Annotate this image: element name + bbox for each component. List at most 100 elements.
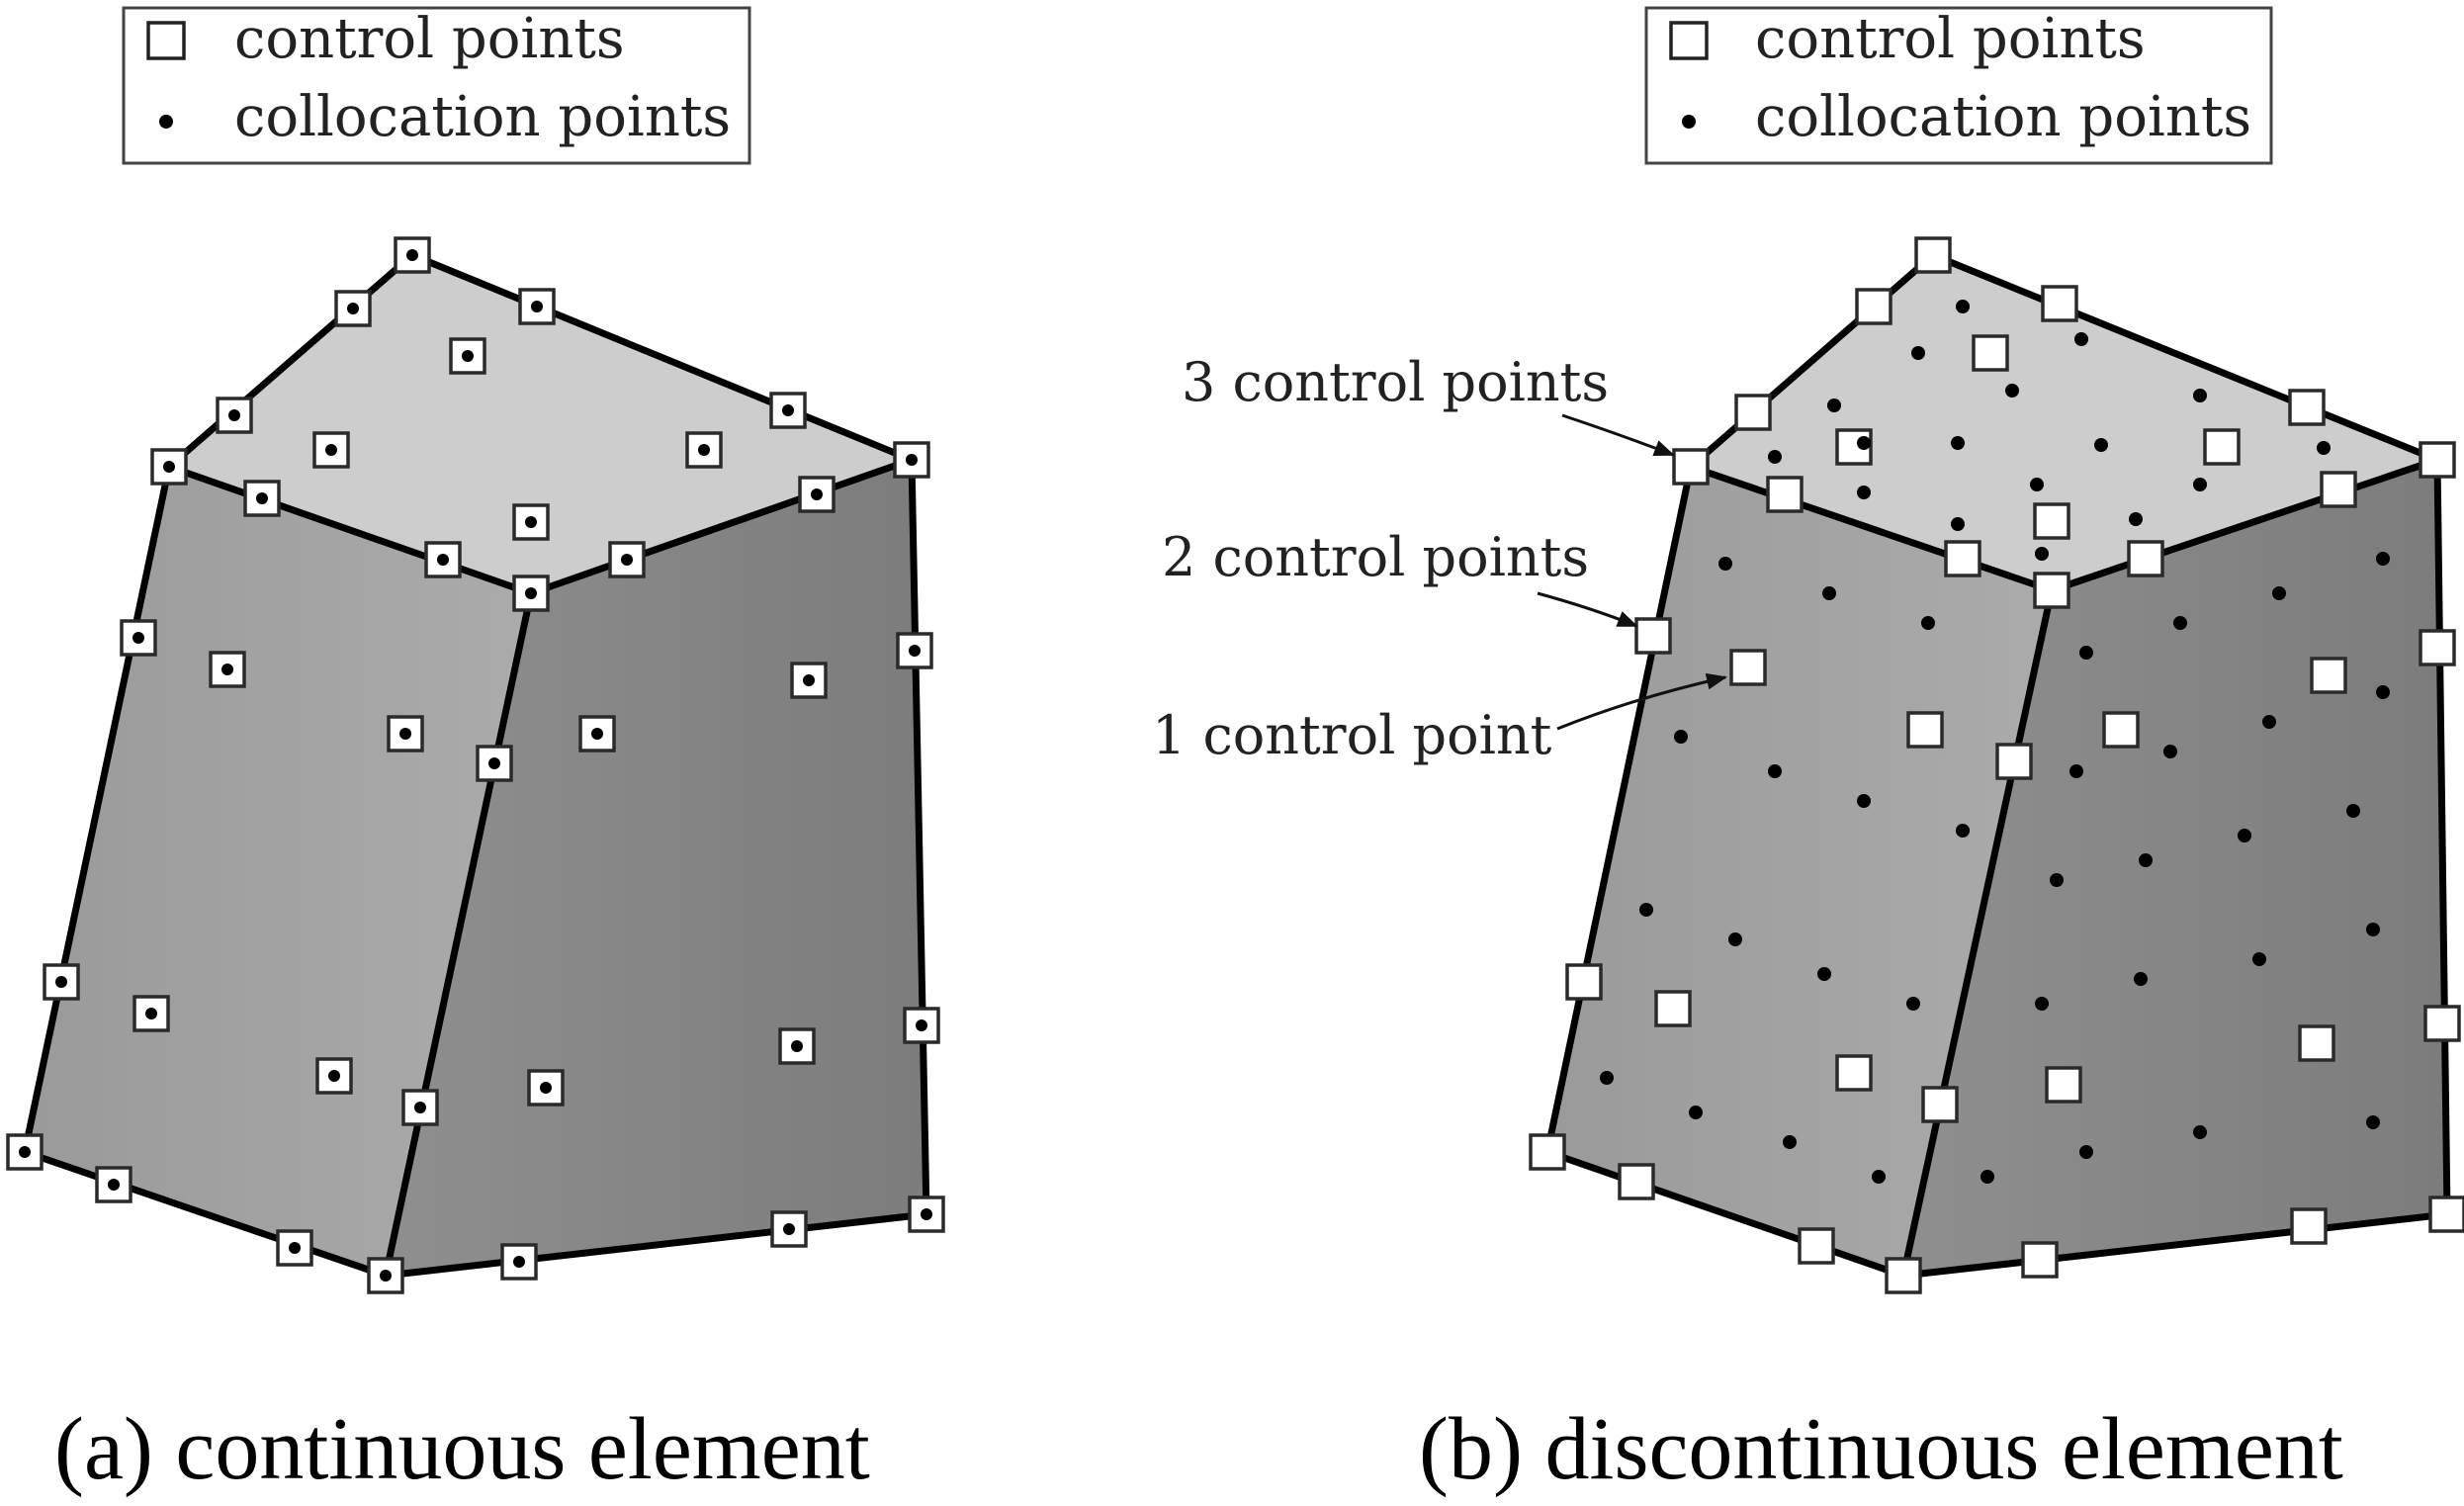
control-point xyxy=(1798,1227,1835,1265)
control-point xyxy=(2021,1241,2059,1279)
annotations: 3 control points 2 control points 1 cont… xyxy=(1152,351,1728,766)
collocation-point xyxy=(1951,517,1965,531)
collocation-point xyxy=(1956,824,1970,838)
control-points-a xyxy=(6,236,945,1294)
legend-control-label: control points xyxy=(1755,7,2146,71)
control-point xyxy=(2102,711,2140,749)
control-point xyxy=(1885,1257,1922,1294)
collocation-point xyxy=(380,1270,392,1282)
control-point xyxy=(1914,236,1952,274)
control-point xyxy=(770,1210,808,1248)
collocation-point xyxy=(1768,764,1782,778)
control-point xyxy=(2127,540,2164,577)
collocation-point xyxy=(2079,1145,2093,1159)
collocation-point xyxy=(1718,557,1732,571)
caption-b: (b) discontinuous element xyxy=(1419,1400,2343,1498)
collocation-point xyxy=(399,728,411,740)
top-face-a xyxy=(169,255,912,593)
legend-collocation-point-icon xyxy=(159,115,173,129)
collocation-point xyxy=(1956,300,1970,313)
control-point xyxy=(1672,448,1710,486)
collocation-point xyxy=(1857,486,1871,499)
control-point xyxy=(2033,572,2070,609)
collocation-point xyxy=(2366,923,2380,936)
collocation-point xyxy=(2094,438,2108,452)
collocation-point xyxy=(2262,715,2276,729)
collocation-point xyxy=(488,757,500,769)
collocation-point xyxy=(782,404,794,416)
collocation-point xyxy=(1674,730,1688,744)
collocation-point xyxy=(1906,997,1920,1011)
collocation-point xyxy=(1857,794,1871,808)
collocation-point xyxy=(2074,332,2088,346)
collocation-point xyxy=(2005,384,2019,398)
control-points-b xyxy=(1529,236,2464,1294)
collocation-point xyxy=(803,674,815,686)
control-point xyxy=(1766,476,1804,513)
control-point xyxy=(2419,441,2456,479)
collocation-point xyxy=(791,1040,803,1052)
collocation-point xyxy=(2134,972,2148,986)
collocation-point xyxy=(325,444,337,456)
collocation-points-b xyxy=(1600,300,2390,1184)
control-point xyxy=(1734,394,1772,431)
collocation-point xyxy=(698,444,710,456)
collocation-point xyxy=(1827,399,1841,412)
collocation-point xyxy=(2163,745,2177,758)
collocation-point xyxy=(132,632,144,644)
collocation-point xyxy=(2346,804,2360,818)
collocation-point xyxy=(437,554,449,566)
collocation-point xyxy=(1689,1106,1703,1119)
control-point xyxy=(1972,334,2009,372)
collocation-point xyxy=(2129,512,2143,526)
control-point xyxy=(1529,1133,1566,1171)
control-point xyxy=(1944,540,1981,577)
legend-collocation-label: collocation points xyxy=(1755,85,2251,149)
collocation-point xyxy=(2272,586,2286,600)
control-point xyxy=(1654,990,1692,1027)
collocation-point xyxy=(19,1146,31,1158)
collocation-point xyxy=(2238,829,2251,842)
collocation-point xyxy=(347,303,359,314)
annotation-2-control-points: 2 control points xyxy=(1162,526,1589,588)
collocation-point xyxy=(163,461,175,473)
collocation-point xyxy=(2079,646,2093,660)
collocation-point xyxy=(55,976,67,988)
control-point xyxy=(1921,1086,1959,1123)
collocation-point xyxy=(1921,616,1935,630)
collocation-point xyxy=(921,1208,932,1220)
legend-control-label: control points xyxy=(234,7,625,71)
control-point xyxy=(1618,1163,1655,1200)
control-point xyxy=(1835,1054,1873,1092)
collocation-point xyxy=(2069,764,2083,778)
control-point xyxy=(2041,285,2078,322)
collocation-point xyxy=(1857,436,1871,450)
collocation-point xyxy=(1951,436,1965,450)
collocation-point xyxy=(916,1019,927,1031)
collocation-point xyxy=(2050,873,2064,887)
collocation-point xyxy=(811,488,823,500)
legend-control-point-icon xyxy=(1669,21,1709,60)
control-point xyxy=(685,431,723,469)
collocation-point xyxy=(906,454,918,466)
collocation-point xyxy=(1817,967,1831,981)
collocation-point xyxy=(2035,997,2049,1011)
control-point xyxy=(1855,288,1892,325)
collocation-point xyxy=(1728,932,1742,946)
legend-collocation-point-icon xyxy=(1682,115,1696,129)
control-point xyxy=(315,1057,353,1095)
control-point xyxy=(778,1027,816,1065)
top-face-b xyxy=(1691,255,2437,590)
control-point xyxy=(2203,428,2241,466)
collocation-point xyxy=(591,728,603,740)
control-point xyxy=(243,480,281,517)
edges-a xyxy=(21,251,930,1280)
control-point xyxy=(1906,711,1944,749)
annotation-1-control-point: 1 control point xyxy=(1152,704,1552,766)
collocation-point xyxy=(1980,1170,1994,1184)
legend-control-point-icon xyxy=(146,21,186,60)
collocation-point xyxy=(2376,552,2390,566)
collocation-point xyxy=(256,492,268,504)
collocation-point xyxy=(621,554,633,566)
